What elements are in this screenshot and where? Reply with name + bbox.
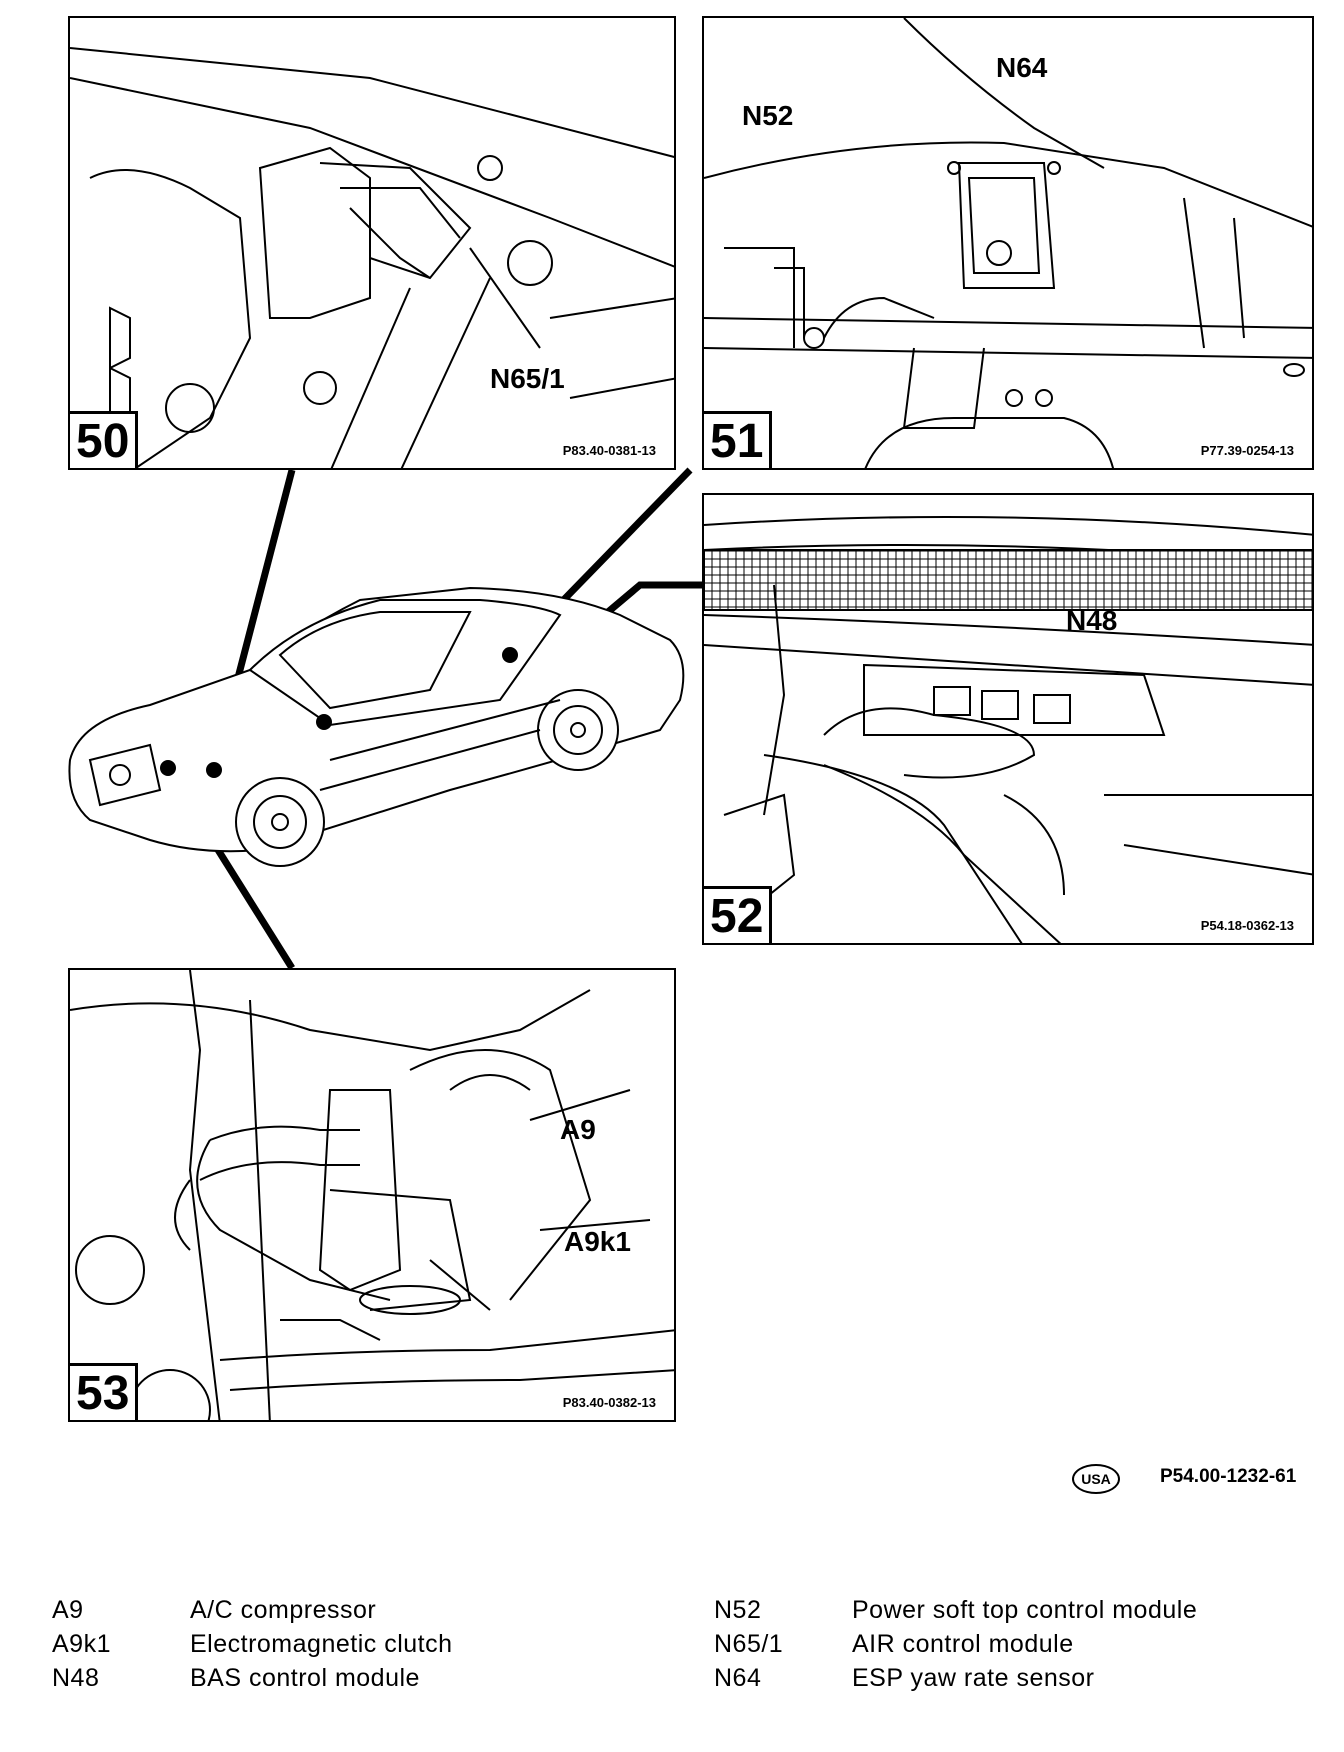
legend-code: A9k1: [52, 1630, 111, 1658]
callout-n65-1: N65/1: [490, 363, 565, 394]
panel-53-code: P83.40-0382-13: [562, 1395, 656, 1410]
panel-50-drawing: [70, 47, 674, 468]
panel-51-drawing: [704, 18, 1312, 468]
callout-a9k1: A9k1: [564, 1226, 631, 1257]
panel-50-code: P83.40-0381-13: [562, 443, 656, 458]
panel-52-drawing: [704, 516, 1312, 943]
panel-51-number: 51: [704, 411, 773, 468]
legend-row: A9 A/C compressor: [52, 1596, 453, 1630]
panel-52-number: 52: [704, 886, 773, 943]
legend-code: N52: [714, 1596, 762, 1624]
legend-code: N48: [52, 1664, 100, 1692]
callout-n64: N64: [996, 52, 1048, 83]
location-markers: [160, 647, 518, 778]
legend-row: N64 ESP yaw rate sensor: [714, 1664, 1197, 1698]
legend-row: N65/1 AIR control module: [714, 1630, 1197, 1664]
legend-right-column: N52 Power soft top control module N65/1 …: [714, 1596, 1197, 1698]
panel-53-drawing: [70, 970, 674, 1420]
callout-n52: N52: [742, 100, 794, 131]
legend-description: Power soft top control module: [852, 1596, 1198, 1624]
panel-53-number: 53: [70, 1363, 139, 1420]
legend-code: N64: [714, 1664, 762, 1692]
legend-row: N52 Power soft top control module: [714, 1596, 1197, 1630]
panel-52-code: P54.18-0362-13: [1200, 918, 1294, 933]
detail-panel-51: N64 N52 P77.39-0254-13 51: [702, 16, 1314, 470]
panel-51-code: P77.39-0254-13: [1200, 443, 1294, 458]
legend-code: N65/1: [714, 1630, 784, 1658]
legend-description: ESP yaw rate sensor: [852, 1664, 1095, 1692]
callout-a9: A9: [560, 1114, 596, 1145]
detail-panel-50: N65/1 P83.40-0381-13 50: [68, 16, 676, 470]
legend-description: AIR control module: [852, 1630, 1074, 1658]
callout-n48: N48: [1066, 605, 1118, 636]
legend-description: Electromagnetic clutch: [190, 1630, 453, 1658]
panel-50-number: 50: [70, 411, 139, 468]
legend-code: A9: [52, 1596, 84, 1624]
usa-region-badge: USA: [1072, 1464, 1120, 1494]
legend-left-column: A9 A/C compressor A9k1 Electromagnetic c…: [52, 1596, 453, 1698]
car-body: [68, 586, 685, 867]
legend-row: A9k1 Electromagnetic clutch: [52, 1630, 453, 1664]
figure-reference-code: P54.00-1232-61: [1160, 1466, 1297, 1487]
legend-description: A/C compressor: [190, 1596, 377, 1624]
legend-row: N48 BAS control module: [52, 1664, 453, 1698]
legend-description: BAS control module: [190, 1664, 420, 1692]
detail-panel-53: A9 A9k1 P83.40-0382-13 53: [68, 968, 676, 1422]
detail-panel-52: N48 P54.18-0362-13 52: [702, 493, 1314, 945]
